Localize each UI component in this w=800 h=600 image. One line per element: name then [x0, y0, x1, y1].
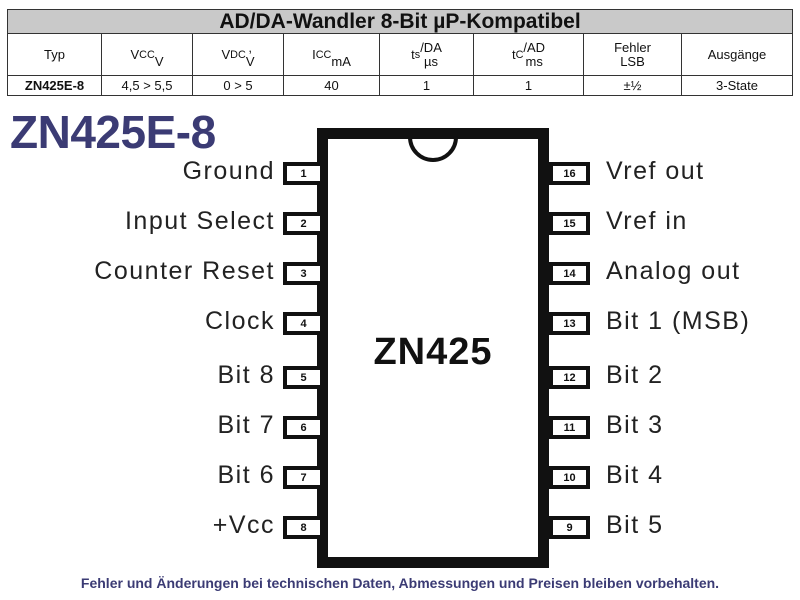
pin-5: 5 — [283, 366, 324, 389]
chip-body: ZN425 — [317, 128, 549, 568]
cell-icc: 40 — [284, 76, 380, 96]
pin-6: 6 — [283, 416, 324, 439]
pin-12: 12 — [549, 366, 590, 389]
pin-11: 11 — [549, 416, 590, 439]
pin-13: 13 — [549, 312, 590, 335]
cell-ausgaenge: 3-State — [682, 76, 793, 96]
pin-1: 1 — [283, 162, 324, 185]
chip-label: ZN425 — [373, 331, 493, 373]
cell-tc-ad: 1 — [474, 76, 584, 96]
cell-typ: ZN425E-8 — [7, 76, 102, 96]
cell-fehler: ±½ — [584, 76, 682, 96]
pin-label-bit-1-msb: Bit 1 (MSB) — [606, 307, 751, 335]
table-title: AD/DA-Wandler 8-Bit µP-Kompatibel — [7, 9, 793, 34]
pin-15: 15 — [549, 212, 590, 235]
pin-4: 4 — [283, 312, 324, 335]
footer-disclaimer: Fehler und Änderungen bei technischen Da… — [80, 575, 720, 591]
pin-7: 7 — [283, 466, 324, 489]
pin-label-bit-7: Bit 7 — [217, 411, 275, 439]
pin-3: 3 — [283, 262, 324, 285]
pin-label-bit-3: Bit 3 — [606, 411, 664, 439]
pin-2: 2 — [283, 212, 324, 235]
cell-vcc: 4,5 > 5,5 — [102, 76, 193, 96]
pin-label-vcc: +Vcc — [212, 511, 275, 539]
pin-label-ground: Ground — [182, 157, 275, 185]
pin-label-bit-5: Bit 5 — [606, 511, 664, 539]
pin-label-vref-out: Vref out — [606, 157, 705, 185]
pin-label-analog-out: Analog out — [606, 257, 741, 285]
pin-label-bit-6: Bit 6 — [217, 461, 275, 489]
pin-10: 10 — [549, 466, 590, 489]
pin-14: 14 — [549, 262, 590, 285]
pin-label-bit-8: Bit 8 — [217, 361, 275, 389]
pin-label-bit-2: Bit 2 — [606, 361, 664, 389]
pin-label-clock: Clock — [204, 307, 275, 335]
pin-9: 9 — [549, 516, 590, 539]
header-ausgaenge: Ausgänge — [682, 34, 793, 76]
pin-label-vref-in: Vref in — [606, 207, 688, 235]
pin-16: 16 — [549, 162, 590, 185]
cell-vdc: 0 > 5 — [193, 76, 284, 96]
chip-notch — [408, 137, 458, 162]
header-fehler: Fehler LSB — [584, 34, 682, 76]
chip-title: ZN425E-8 — [10, 106, 216, 158]
pin-8: 8 — [283, 516, 324, 539]
pin-label-input-select: Input Select — [124, 207, 275, 235]
cell-ts-da: 1 — [380, 76, 474, 96]
pin-label-bit-4: Bit 4 — [606, 461, 664, 489]
pin-label-counter-reset: Counter Reset — [94, 257, 275, 285]
header-typ: Typ — [7, 34, 102, 76]
